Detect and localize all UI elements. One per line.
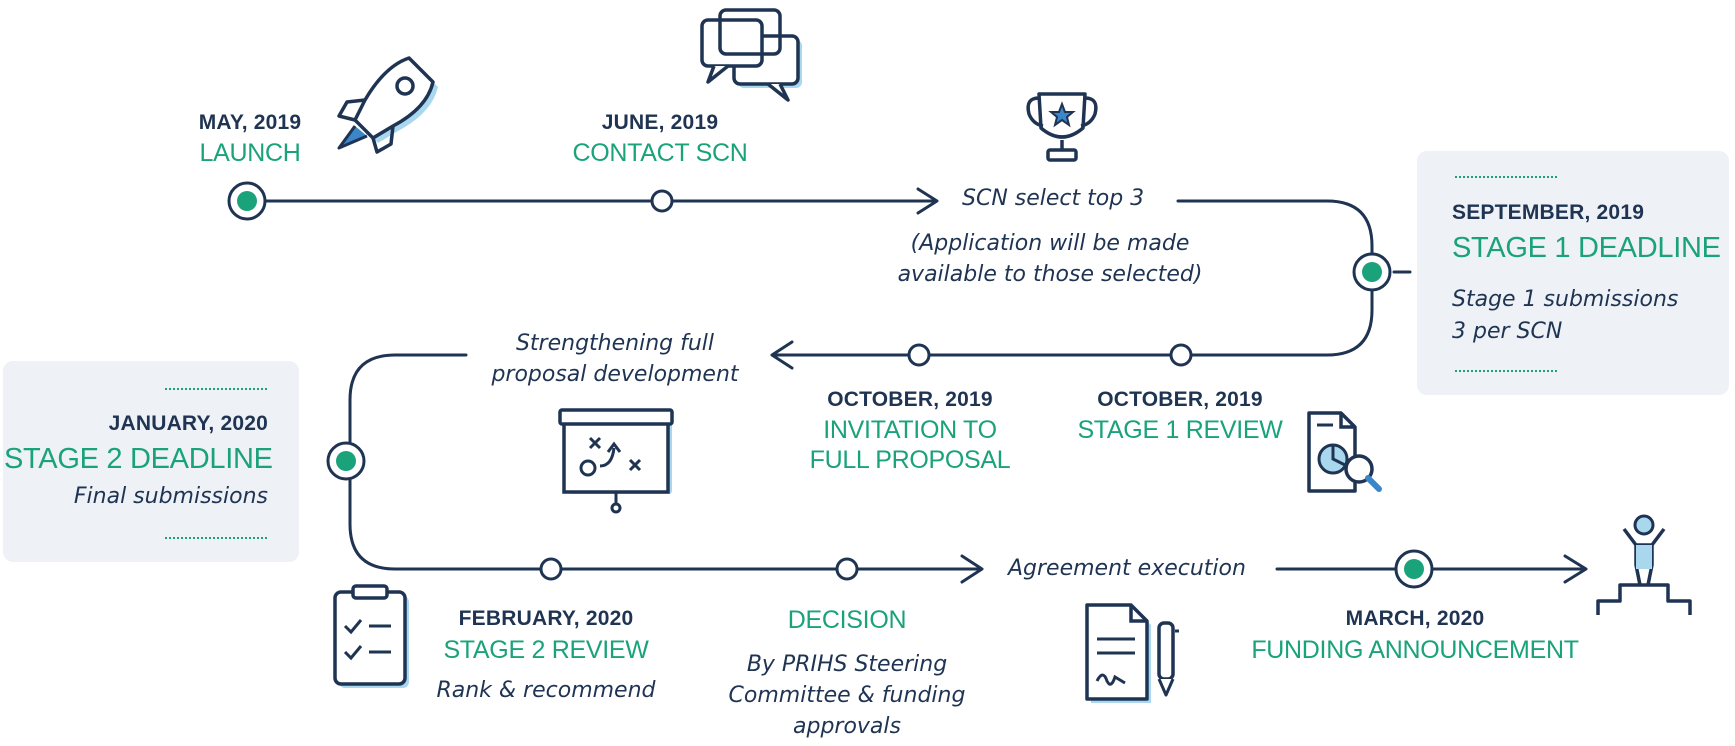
select-note-line1: (Application will be made xyxy=(910,231,1190,256)
divider-dots xyxy=(165,388,267,390)
stage1-desc-line1: Stage 1 submissions xyxy=(1452,287,1679,312)
select-note-line2: available to those selected) xyxy=(897,262,1203,287)
divider-dots xyxy=(1455,370,1557,372)
arrow-head xyxy=(916,187,939,215)
review2-date: FEBRUARY, 2020 xyxy=(458,607,634,630)
launch-title: LAUNCH xyxy=(199,139,301,167)
strategy-board-icon xyxy=(558,408,674,514)
stage1-deadline-panel xyxy=(1417,151,1729,395)
decision-desc-line1: By PRIHS Steering xyxy=(746,652,948,677)
contract-signature-icon xyxy=(1085,603,1179,703)
invite-title-line1: INVITATION TO xyxy=(823,416,997,444)
milestone-node-contact xyxy=(650,189,674,213)
stage1-title: STAGE 1 DEADLINE xyxy=(1452,232,1721,264)
rocket-icon xyxy=(337,56,438,154)
divider-dots xyxy=(1455,176,1557,178)
contact-title: CONTACT SCN xyxy=(572,139,748,167)
milestone-node-review1 xyxy=(1169,343,1193,367)
trophy-icon xyxy=(1026,92,1098,162)
stage2-desc: Final submissions xyxy=(73,484,268,509)
milestone-node-stage1 xyxy=(1352,252,1392,292)
launch-date: MAY, 2019 xyxy=(198,111,302,134)
review2-title: STAGE 2 REVIEW xyxy=(443,636,649,664)
strengthen-line2: proposal development xyxy=(491,362,739,387)
milestone-node-stage2 xyxy=(326,441,366,481)
podium-winner-icon xyxy=(1596,514,1692,615)
milestone-node-funding xyxy=(1394,549,1434,589)
stage1-date: SEPTEMBER, 2019 xyxy=(1452,201,1645,224)
stage2-deadline-panel xyxy=(3,361,299,562)
chat-bubbles-icon xyxy=(700,8,802,102)
stage2-title: STAGE 2 DEADLINE xyxy=(4,443,273,475)
checklist-clipboard-icon xyxy=(333,584,409,688)
stage1-desc-line2: 3 per SCN xyxy=(1452,319,1563,344)
arrow-head xyxy=(960,554,984,584)
agreement-label: Agreement execution xyxy=(1008,556,1246,581)
contact-date: JUNE, 2019 xyxy=(601,111,719,134)
review2-desc: Rank & recommend xyxy=(436,678,656,703)
milestone-node-launch xyxy=(227,181,267,221)
decision-desc-line3: approvals xyxy=(793,714,901,739)
decision-desc-line2: Committee & funding xyxy=(728,683,966,708)
stage2-date: JANUARY, 2020 xyxy=(108,412,268,435)
arrow-head xyxy=(770,340,794,370)
select-top3-label: SCN select top 3 xyxy=(962,186,1145,211)
document-search-icon xyxy=(1307,411,1382,493)
divider-dots xyxy=(165,537,267,539)
funding-title: FUNDING ANNOUNCEMENT xyxy=(1251,636,1579,664)
funding-date: MARCH, 2020 xyxy=(1345,607,1485,630)
milestone-node-review2 xyxy=(539,557,563,581)
review1-title: STAGE 1 REVIEW xyxy=(1077,416,1283,444)
strengthen-line1: Strengthening full xyxy=(515,331,715,356)
invite-title-line2: FULL PROPOSAL xyxy=(809,446,1011,474)
review1-date: OCTOBER, 2019 xyxy=(1097,388,1263,411)
milestone-node-decision xyxy=(835,557,859,581)
arrow-head xyxy=(1563,554,1588,584)
decision-title: DECISION xyxy=(787,606,907,634)
invite-date: OCTOBER, 2019 xyxy=(827,388,993,411)
milestone-node-invite xyxy=(907,343,931,367)
